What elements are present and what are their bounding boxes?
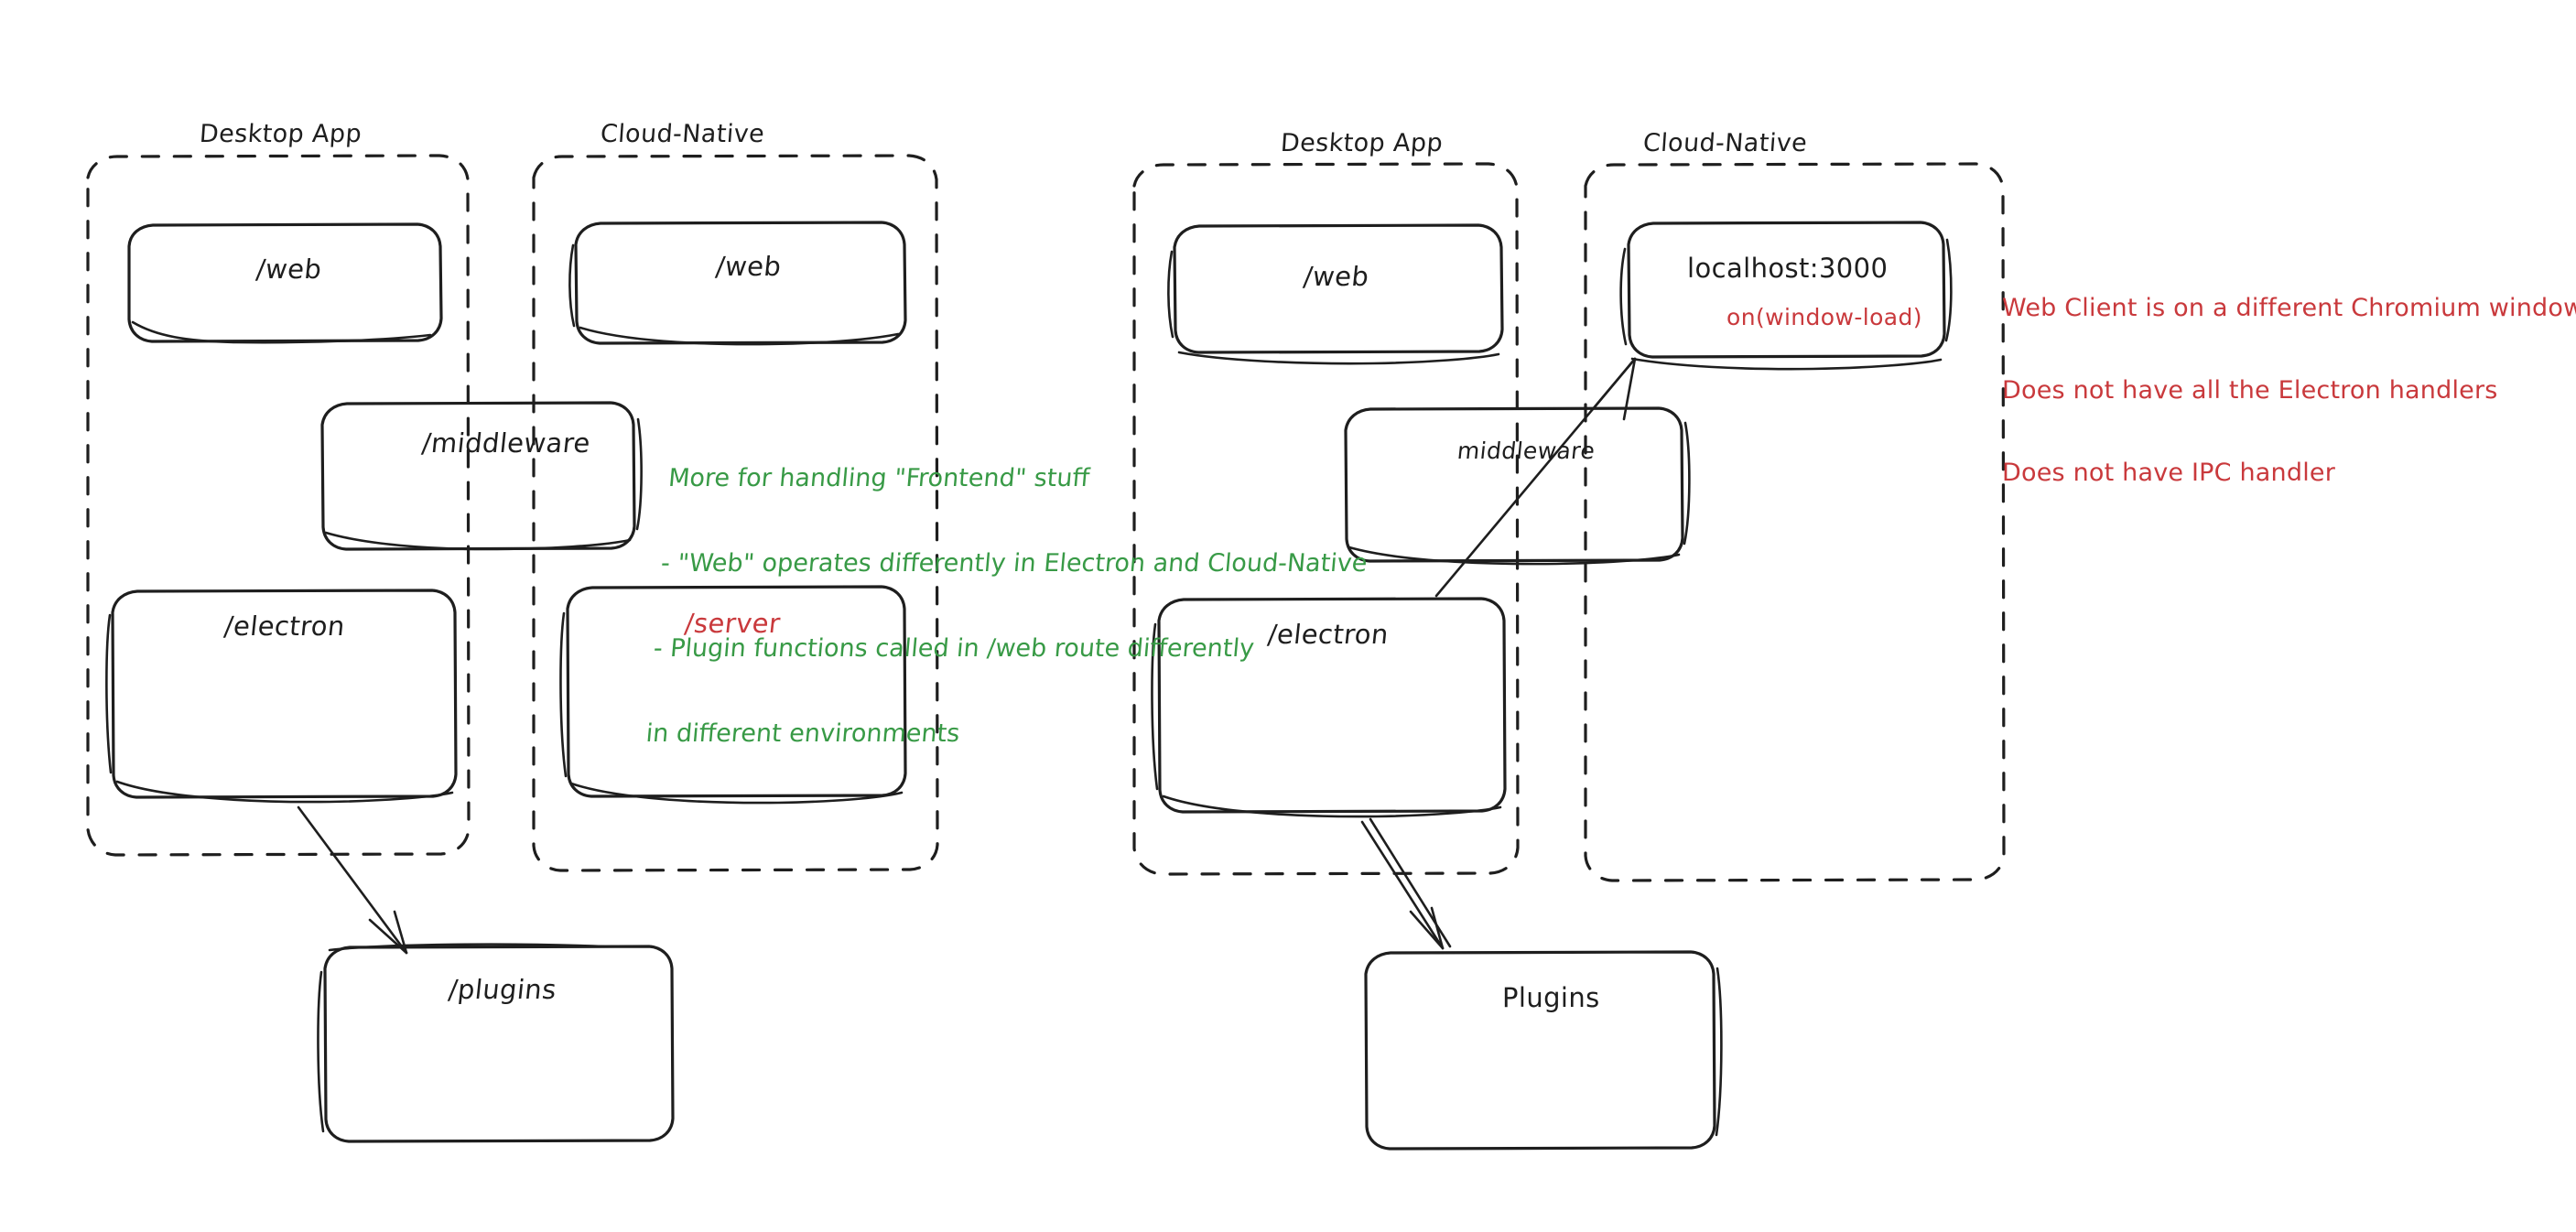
node-right-plugins-outline <box>1364 950 1723 1151</box>
annotation-frontend-note: More for handling "Frontend" stuff - "We… <box>640 407 1380 805</box>
node-label-left-middleware: /middleware <box>420 427 592 459</box>
edge-left-electron-to-plugins <box>297 805 408 955</box>
node-left-electron-outline <box>105 589 458 804</box>
node-left-server-outline <box>559 585 907 805</box>
group-right-cloud-native-outline <box>1584 162 2006 882</box>
node-left-middleware-outline <box>320 401 643 551</box>
node-left-cloud-web-outline <box>568 221 907 346</box>
node-label-left-electron: /electron <box>222 611 347 642</box>
annotation-frontend-line-1: More for handling "Frontend" stuff <box>666 464 1091 492</box>
annotation-frontend-line-2: - "Web" operates differently in Electron… <box>659 549 1369 578</box>
annotation-web-client-note: Web Client is on a different Chromium wi… <box>2002 240 2576 542</box>
group-title-left-cloud-native: Cloud-Native <box>599 120 766 148</box>
node-label-left-cloud-web: /web <box>714 251 784 282</box>
node-right-middleware-outline <box>1344 406 1691 566</box>
annotation-frontend-line-3: - Plugin functions called in /web route … <box>652 634 1256 663</box>
group-title-left-desktop-app: Desktop App <box>198 120 363 148</box>
group-title-right-cloud-native: Cloud-Native <box>1641 129 1809 157</box>
annotation-web-client-line-1: Web Client is on a different Chromium wi… <box>2002 294 2576 322</box>
annotation-web-client-line-3: Does not have IPC handler <box>2002 459 2336 487</box>
node-label-right-window-load: on(window-load) <box>1726 304 1922 330</box>
node-right-desktop-web-outline <box>1167 223 1504 365</box>
node-label-left-plugins: /plugins <box>447 974 558 1005</box>
node-label-right-localhost: localhost:3000 <box>1687 253 1889 284</box>
annotation-web-client-line-2: Does not have all the Electron handlers <box>2002 376 2498 405</box>
node-right-localhost-outline <box>1619 221 1953 371</box>
node-left-plugins-outline <box>317 943 675 1143</box>
node-label-right-electron: /electron <box>1266 619 1391 650</box>
group-right-desktop-app-outline <box>1132 162 1520 876</box>
node-label-right-middleware: middleware <box>1456 438 1596 464</box>
group-title-right-desktop-app: Desktop App <box>1279 129 1445 157</box>
node-label-right-desktop-web: /web <box>1302 261 1371 292</box>
node-label-right-plugins: Plugins <box>1502 982 1600 1013</box>
group-left-cloud-native-outline <box>532 154 939 872</box>
node-left-desktop-web-outline <box>127 222 443 344</box>
edge-right-electron-to-localhost <box>1434 357 1637 598</box>
node-label-left-desktop-web: /web <box>254 254 324 285</box>
edge-right-electron-to-plugins <box>1360 817 1452 950</box>
annotation-frontend-line-4: in different environments <box>644 719 961 748</box>
node-right-electron-outline <box>1151 597 1507 818</box>
